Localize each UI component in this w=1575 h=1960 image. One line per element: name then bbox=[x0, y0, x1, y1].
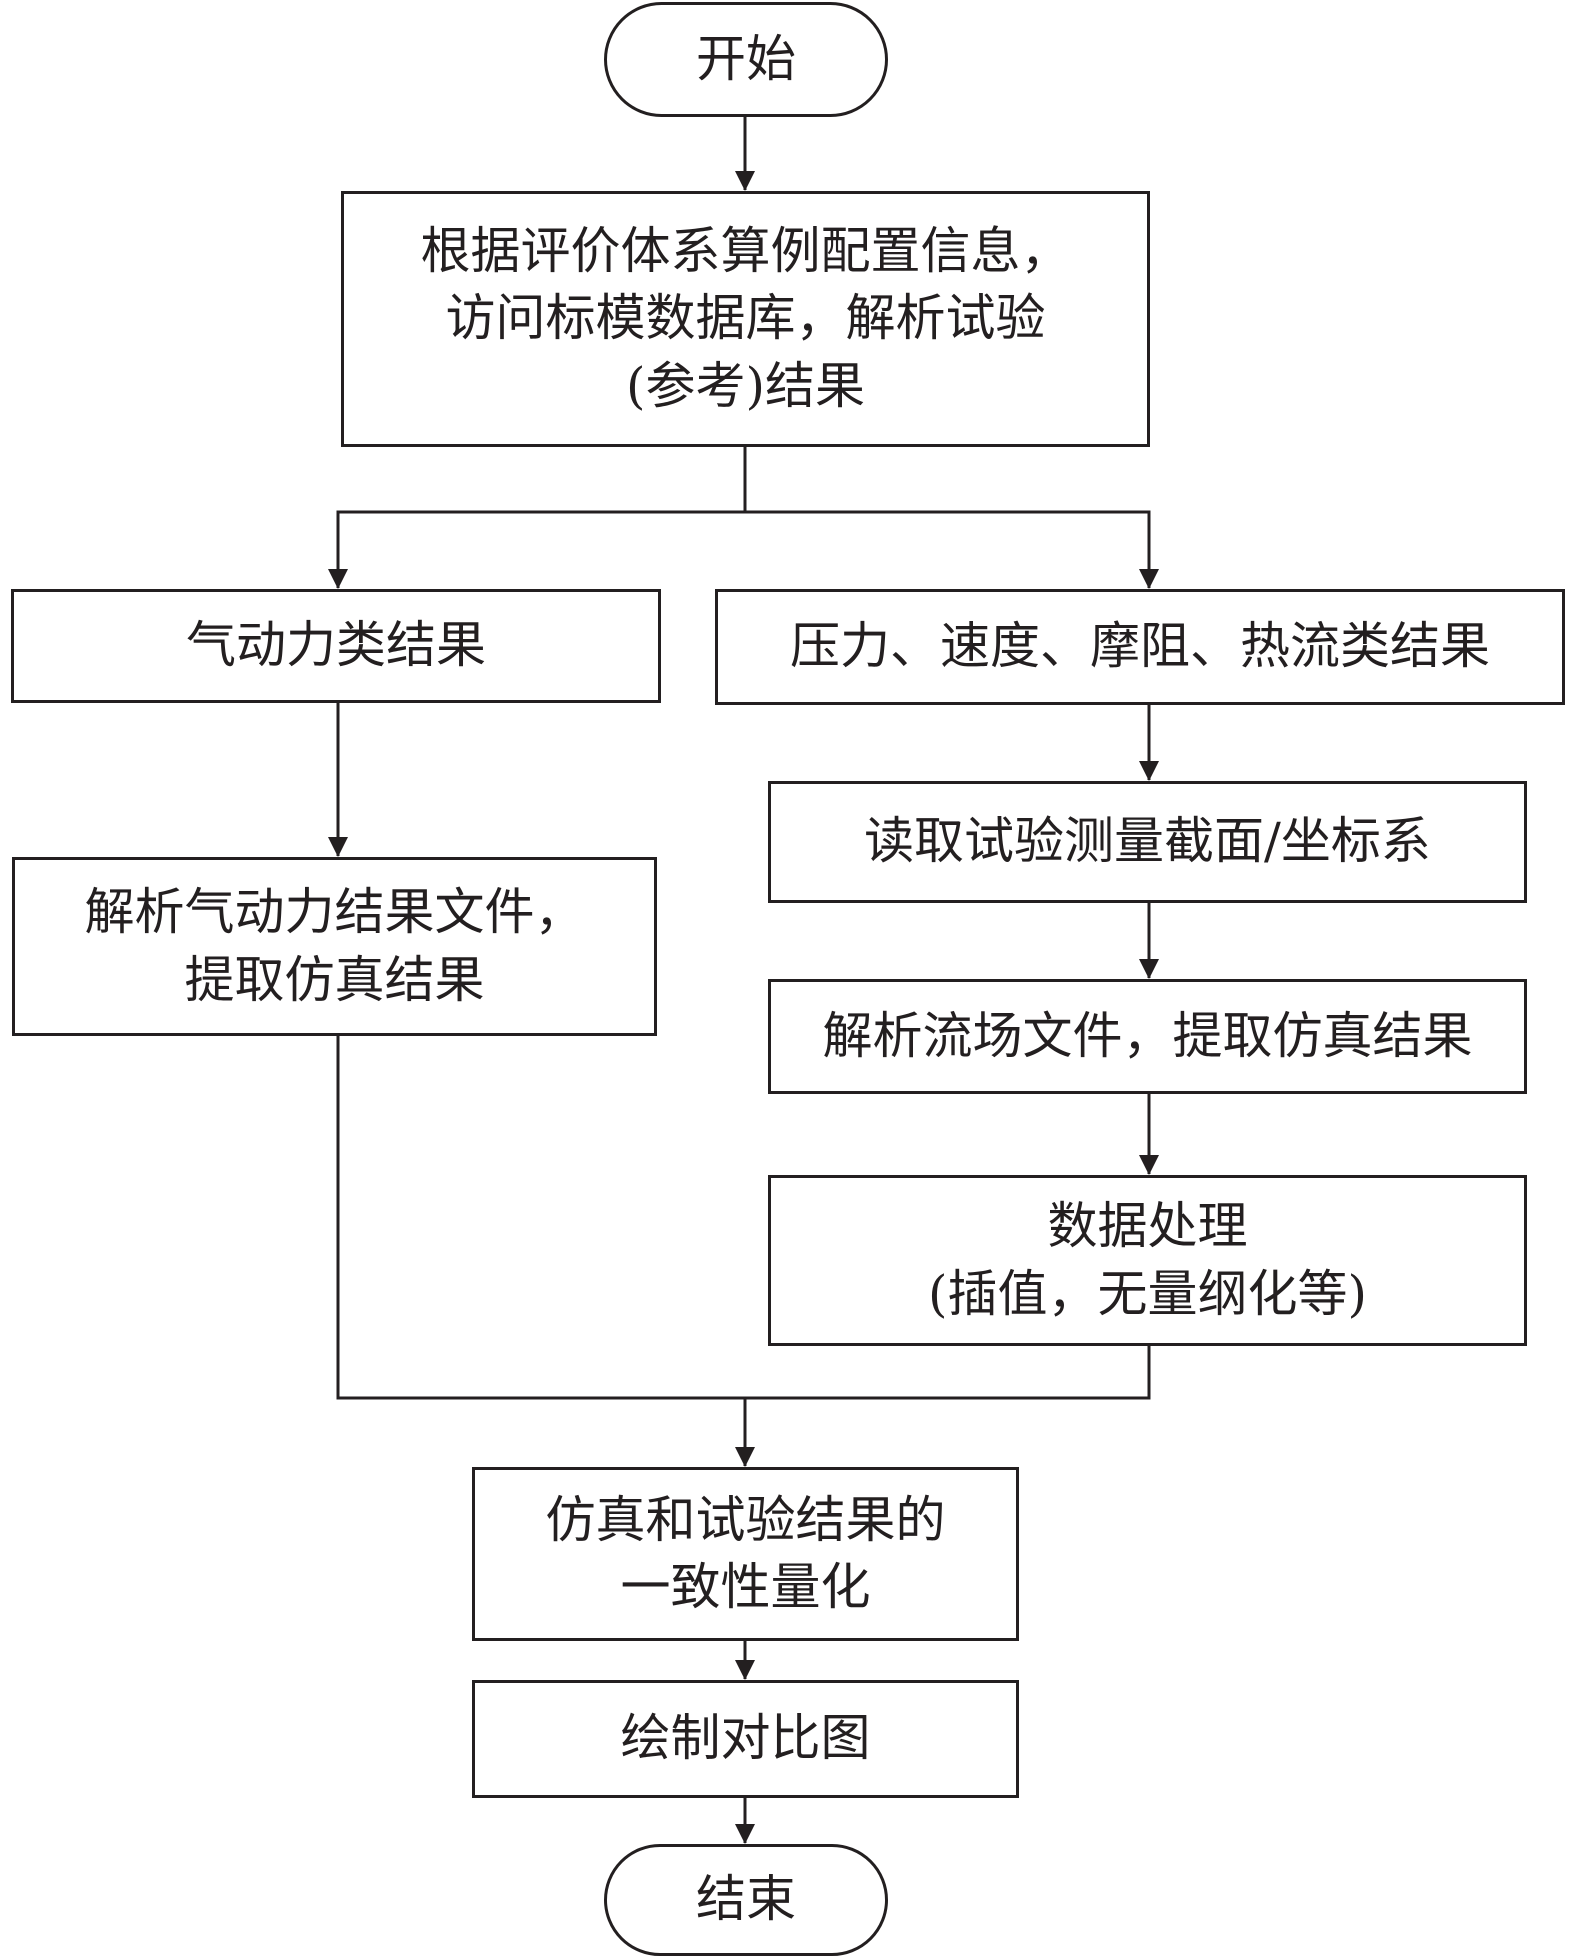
start-label: 开始 bbox=[696, 29, 796, 88]
data-processing-box: 数据处理 (插值，无量纲化等) bbox=[768, 1175, 1527, 1346]
parse-config-line-1: 根据评价体系算例配置信息， bbox=[420, 221, 1071, 280]
aero-results-box: 气动力类结果 bbox=[11, 589, 661, 703]
read-section-box: 读取试验测量截面/坐标系 bbox=[768, 781, 1527, 903]
consistency-box: 仿真和试验结果的 一致性量化 bbox=[472, 1467, 1019, 1641]
parse-aero-file-line-1: 解析气动力结果文件， bbox=[84, 883, 585, 941]
plot-label: 绘制对比图 bbox=[620, 1709, 871, 1768]
read-section-label: 读取试验测量截面/坐标系 bbox=[864, 812, 1431, 871]
parse-field-file-label: 解析流场文件，提取仿真结果 bbox=[822, 1006, 1473, 1065]
arrow-config-to-field bbox=[745, 510, 1159, 589]
data-processing-line-2: (插值，无量纲化等) bbox=[927, 1264, 1367, 1323]
arrow-config-to-aero bbox=[328, 446, 747, 589]
parse-field-file-box: 解析流场文件，提取仿真结果 bbox=[768, 979, 1527, 1094]
parse-aero-file-box: 解析气动力结果文件， 提取仿真结果 bbox=[12, 857, 657, 1036]
consistency-line-1: 仿真和试验结果的 bbox=[545, 1490, 946, 1549]
data-processing-line-1: 数据处理 bbox=[1047, 1197, 1248, 1255]
aero-results-label: 气动力类结果 bbox=[186, 616, 486, 675]
parse-config-box: 根据评价体系算例配置信息， 访问标模数据库，解析试验 (参考)结果 bbox=[341, 191, 1150, 447]
parse-config-line-2: 访问标模数据库，解析试验 bbox=[445, 289, 1046, 348]
plot-box: 绘制对比图 bbox=[472, 1680, 1019, 1798]
parse-aero-file-line-2: 提取仿真结果 bbox=[184, 950, 485, 1009]
parse-config-line-3: (参考)结果 bbox=[625, 356, 865, 415]
arrow-aero-branch-merge bbox=[336, 1035, 745, 1400]
consistency-line-2: 一致性量化 bbox=[620, 1558, 871, 1616]
arrow-processing-merge bbox=[745, 1345, 1151, 1400]
start-terminal: 开始 bbox=[604, 2, 888, 117]
end-label: 结束 bbox=[696, 1870, 796, 1929]
field-results-box: 压力、速度、摩阻、热流类结果 bbox=[715, 589, 1565, 705]
field-results-label: 压力、速度、摩阻、热流类结果 bbox=[790, 617, 1490, 676]
end-terminal: 结束 bbox=[604, 1844, 888, 1956]
